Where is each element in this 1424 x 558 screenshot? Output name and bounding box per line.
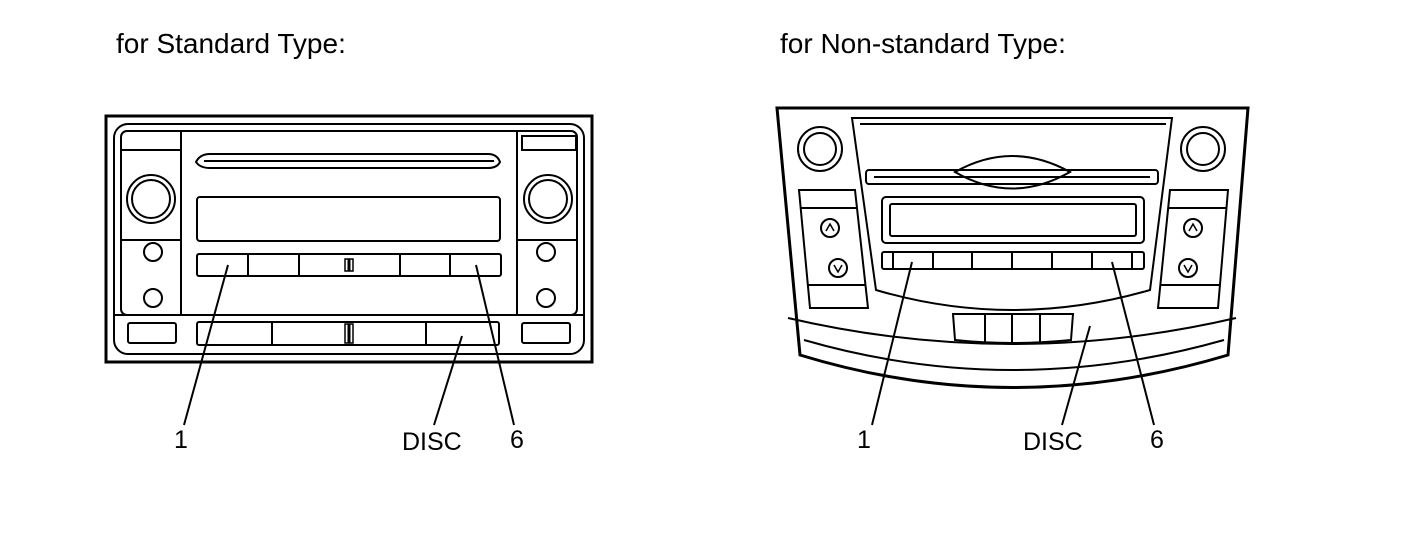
standard-display [196, 196, 501, 242]
nonstandard-leader-disc [1061, 325, 1091, 426]
standard-left-upper-button-icon [143, 242, 163, 262]
standard-bottom-right-button [521, 322, 571, 344]
standard-leader-preset-6 [475, 264, 515, 426]
nonstandard-bottom-button-row [951, 313, 1075, 344]
nonstandard-display [889, 203, 1137, 237]
nonstandard-left-lower-button-icon [828, 258, 848, 278]
standard-right-knob-icon [523, 174, 573, 224]
nonstandard-left-button-panel [797, 189, 870, 309]
nonstandard-radio-unit [775, 106, 1250, 426]
standard-right-lower-button-icon [536, 288, 556, 308]
nonstandard-center-frame [850, 117, 1174, 311]
standard-left-lower-button-icon [143, 288, 163, 308]
standard-leader-preset-1 [183, 264, 229, 426]
standard-face-frame [120, 130, 578, 316]
nonstandard-callout-preset-1: 1 [857, 426, 871, 454]
standard-bottom-button-row [196, 321, 500, 346]
standard-preset-row [196, 253, 502, 277]
nonstandard-callout-preset-6: 6 [1150, 426, 1164, 454]
nonstandard-preset-row [881, 251, 1145, 270]
standard-leader-disc [433, 335, 463, 426]
heading-standard-type: for Standard Type: [116, 28, 346, 59]
standard-outer-bezel [104, 114, 594, 364]
standard-left-column [121, 131, 182, 315]
nonstandard-display-frame [881, 196, 1145, 244]
nonstandard-cd-slot [865, 169, 1159, 185]
standard-cd-slot [194, 153, 502, 169]
standard-right-upper-button-icon [536, 242, 556, 262]
heading-nonstandard-type: for Non-standard Type: [780, 28, 1066, 59]
standard-callout-preset-6: 6 [510, 426, 524, 454]
nonstandard-leader-preset-6 [1111, 261, 1155, 426]
nonstandard-leader-preset-1 [871, 261, 913, 426]
standard-callout-preset-1: 1 [174, 426, 188, 454]
standard-right-column [516, 131, 577, 315]
standard-left-knob-icon [126, 174, 176, 224]
nonstandard-right-knob-icon [1180, 126, 1226, 172]
nonstandard-disc-icon [952, 155, 1073, 190]
nonstandard-callout-disc: DISC [1023, 428, 1083, 456]
nonstandard-outer-housing [775, 106, 1250, 389]
nonstandard-left-knob-icon [797, 126, 843, 172]
standard-inner-bezel [113, 123, 585, 355]
nonstandard-right-lower-button-icon [1178, 258, 1198, 278]
standard-radio-unit [104, 114, 594, 426]
standard-bottom-left-button [127, 322, 177, 344]
nonstandard-left-upper-button-icon [820, 218, 840, 238]
nonstandard-right-upper-button-icon [1183, 218, 1203, 238]
standard-callout-disc: DISC [402, 428, 462, 456]
nonstandard-right-button-panel [1156, 189, 1230, 309]
standard-eject-button [521, 135, 577, 151]
